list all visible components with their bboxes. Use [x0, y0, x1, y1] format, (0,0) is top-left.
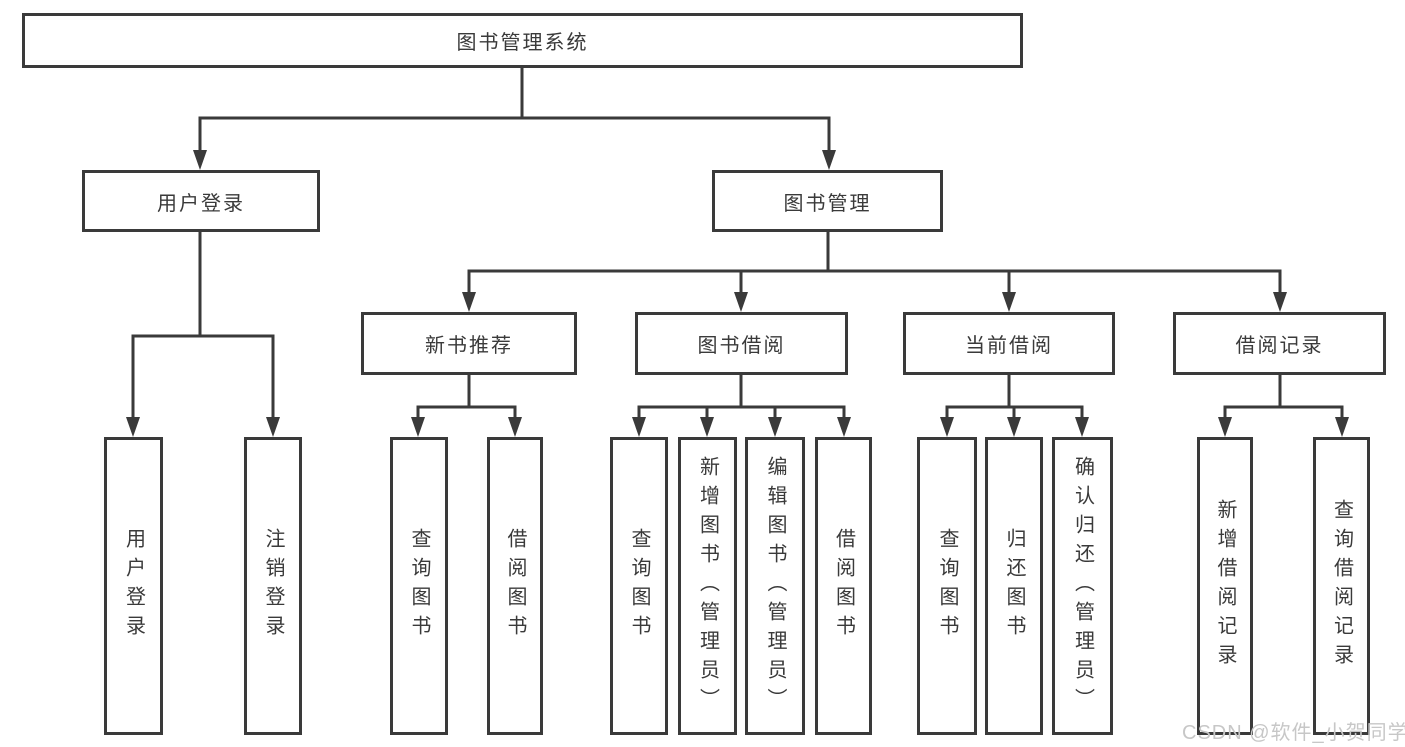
- node-current-borrowing: 当前借阅: [903, 312, 1115, 375]
- node-label: 用户登录: [157, 192, 245, 215]
- node-label: 用户登录: [122, 528, 145, 644]
- node-label: 新增借阅记录: [1214, 499, 1236, 673]
- node-label: 确认归还（管理员）: [1071, 455, 1094, 717]
- leaf-query-borrow-record: 查询借阅记录: [1313, 437, 1370, 735]
- node-book-borrowing: 图书借阅: [635, 312, 848, 375]
- leaf-query-books-current: 查询图书: [917, 437, 977, 735]
- node-system-root: 图书管理系统: [22, 13, 1023, 68]
- node-borrowing-records: 借阅记录: [1173, 312, 1386, 375]
- leaf-query-books-recommend: 查询图书: [390, 437, 448, 735]
- node-label: 查询借阅记录: [1330, 499, 1353, 673]
- node-label: 借阅图书: [504, 528, 526, 644]
- node-user-login: 用户登录: [82, 170, 320, 232]
- node-label: 图书借阅: [697, 335, 786, 357]
- node-label: 查询图书: [936, 528, 958, 644]
- node-label: 归还图书: [1003, 528, 1025, 644]
- leaf-borrow-books-borrowing: 借阅图书: [815, 437, 872, 735]
- leaf-add-borrow-record: 新增借阅记录: [1197, 437, 1253, 735]
- leaf-logout-login: 注销登录: [244, 437, 302, 735]
- node-book-management: 图书管理: [712, 170, 943, 232]
- node-label: 当前借阅: [965, 335, 1053, 357]
- node-label: 注销登录: [262, 528, 284, 644]
- leaf-user-login: 用户登录: [104, 437, 163, 735]
- leaf-return-books: 归还图书: [985, 437, 1043, 735]
- watermark: CSDN @软件_小贺同学: [1182, 722, 1405, 744]
- node-label: 借阅记录: [1235, 335, 1324, 357]
- node-new-book-recommendation: 新书推荐: [361, 312, 577, 375]
- leaf-confirm-return-admin: 确认归还（管理员）: [1052, 437, 1113, 735]
- node-label: 新增图书（管理员）: [696, 455, 719, 717]
- node-label: 借阅图书: [832, 528, 855, 644]
- node-label: 新书推荐: [425, 335, 513, 357]
- leaf-borrow-books-recommend: 借阅图书: [487, 437, 543, 735]
- leaf-add-books-admin: 新增图书（管理员）: [678, 437, 737, 735]
- node-label: 编辑图书（管理员）: [764, 455, 786, 717]
- node-label: 查询图书: [408, 528, 430, 644]
- node-label: 图书管理: [783, 192, 872, 215]
- leaf-query-books-borrowing: 查询图书: [610, 437, 668, 735]
- node-label: 图书管理系统: [456, 32, 589, 54]
- node-label: 查询图书: [628, 528, 650, 644]
- leaf-edit-books-admin: 编辑图书（管理员）: [745, 437, 805, 735]
